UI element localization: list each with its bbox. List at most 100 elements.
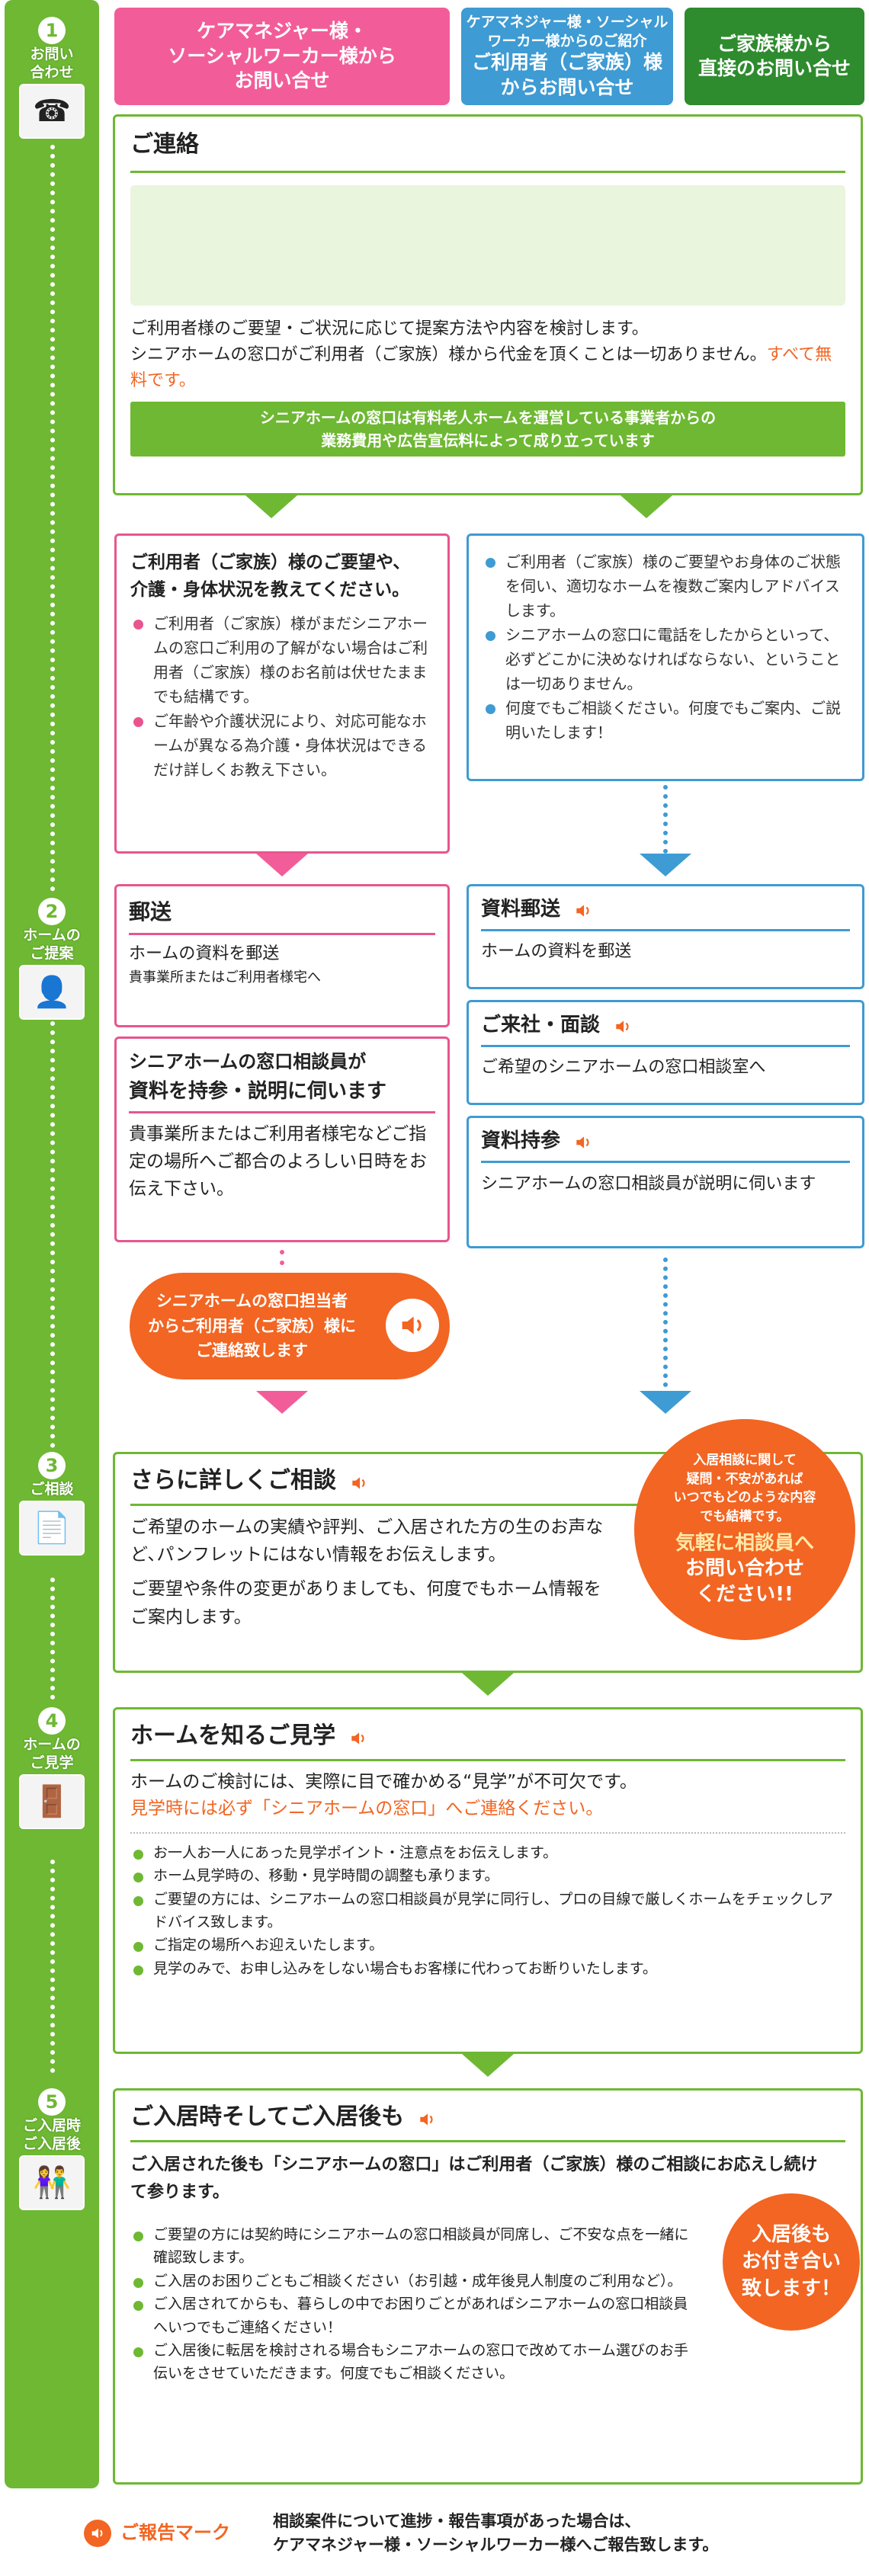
list-item: ご要望の方には契約時にシニアホームの窓口相談員が同席し、ご不安な点を一緒に確認致…: [130, 2223, 702, 2270]
list-item: 見学のみで、お申し込みをしない場合もお客様に代わってお断りいたします。: [130, 1957, 845, 1980]
tab-text: ケアマネジャー様・: [114, 19, 450, 44]
right-request-box: ご利用者（ご家族）様のご要望やお身体のご状態を伺い、適切なホームを複数ご案内しア…: [467, 533, 864, 781]
legend-text-1: 相談案件について進捗・報告事項があった場合は、: [273, 2510, 718, 2534]
consultant-icon: 👤: [19, 965, 85, 1020]
list-item: ご年齢や介護状況により、対応可能なホームが異なる為介護・身体状況はできるだけ詳し…: [130, 709, 434, 782]
doc-bring-title: 資料持参: [481, 1129, 560, 1152]
tab-text: ご家族様から: [685, 32, 864, 57]
office-visit-header: ご来社・面談: [481, 1010, 850, 1047]
movein-list: ご要望の方には契約時にシニアホームの窓口相談員が同席し、ご不安な点を一緒に確認致…: [130, 2223, 702, 2385]
step-number: 1: [38, 17, 66, 44]
contact-placeholder-panel: [130, 185, 845, 306]
arrow-down: [620, 495, 672, 518]
notice-line: ご連絡致します: [148, 1338, 356, 1363]
dotted-connector: [663, 785, 668, 854]
step-label: ご相談: [5, 1481, 99, 1498]
visit-text: 貴事業所またはご利用者様宅などご指定の場所へご都合のよろしい日時をお伝え下さい。: [129, 1121, 435, 1203]
mail-box: 郵送 ホームの資料を郵送 貴事業所またはご利用者様宅へ: [114, 884, 450, 1027]
list-item: ご入居されてからも、暮らしの中でお困りごとがあればシニアホームの窓口相談員へいつ…: [130, 2292, 702, 2339]
contact-text-1: ご利用者様のご要望・ご状況に応じて提案方法や内容を検討します。: [130, 316, 845, 342]
badge-big-text: ください!!: [634, 1582, 855, 1608]
arrow-down: [256, 1391, 308, 1414]
tab-text: お問い合せ: [114, 69, 450, 94]
legend-label: ご報告マーク: [120, 2519, 273, 2547]
tour-notice: 見学時には必ず「シニアホームの窓口」へご連絡ください。: [130, 1796, 845, 1834]
notice-line: からご利用者（ご家族）様に: [148, 1314, 356, 1339]
office-visit-title: ご来社・面談: [481, 1014, 600, 1036]
list-item: 何度でもご相談ください。何度でもご案内、ご説明いたします！: [483, 696, 848, 745]
doc-mail-box: 資料郵送 ホームの資料を郵送: [467, 884, 864, 989]
tour-title: ホームを知るご見学: [130, 1722, 335, 1749]
tab-text: ご利用者（ご家族）様: [461, 50, 673, 75]
orange-notice-text: シニアホームの窓口担当者 からご利用者（ご家族）様に ご連絡致します: [148, 1289, 356, 1363]
left-request-title: ご利用者（ご家族）様のご要望や、 介護・身体状況を教えてください。: [130, 549, 434, 604]
office-visit-text: ご希望のシニアホームの窓口相談室へ: [481, 1055, 850, 1081]
step-1: 1 お問い 合わせ ☎: [5, 17, 99, 139]
rail-dots-4: [50, 1860, 55, 2073]
visit-title: シニアホームの窓口相談員が 資料を持参・説明に伺います: [129, 1048, 435, 1113]
doc-mail-title: 資料郵送: [481, 898, 560, 921]
list-item: ご入居のお困りごともご相談ください（お引越・成年後見人制度のご利用など）。: [130, 2270, 702, 2292]
notice-line: シニアホームの窓口担当者: [148, 1289, 356, 1314]
office-visit-box: ご来社・面談 ご希望のシニアホームの窓口相談室へ: [467, 1000, 864, 1105]
speaker-icon: [386, 1299, 439, 1352]
contact-text: ご利用者様のご要望・ご状況に応じて提案方法や内容を検討します。 シニアホームの窓…: [130, 316, 845, 394]
tab-text: ソーシャルワーカー様から: [114, 44, 450, 69]
title-line: ご利用者（ご家族）様のご要望や、: [130, 549, 434, 577]
list-item: ご利用者（ご家族）様のご要望やお身体のご状態を伺い、適切なホームを複数ご案内しア…: [483, 549, 848, 623]
doc-bring-box: 資料持参 シニアホームの窓口相談員が説明に伺います: [467, 1116, 864, 1248]
contact-box: ご連絡 ご利用者様のご要望・ご状況に応じて提案方法や内容を検討します。 シニアホ…: [113, 114, 863, 495]
speaker-icon: [573, 1133, 593, 1152]
list-item: お一人お一人にあった見学ポイント・注意点をお伝えします。: [130, 1841, 845, 1864]
step-2: 2 ホームの ご提案 👤: [5, 898, 99, 1020]
consult-text-2: ご要望や条件の変更がありましても、何度でもホーム情報をご案内します。: [130, 1575, 618, 1632]
banner-text-2: 業務費用や広告宣伝料によって成り立っています: [130, 429, 845, 452]
dotted-connector: [663, 1258, 668, 1387]
orange-notice-circle: シニアホームの窓口担当者 からご利用者（ご家族）様に ご連絡致します: [130, 1273, 450, 1379]
rail-dots-1: [50, 145, 55, 892]
rail-dots-2: [50, 1021, 55, 1448]
movein-title: ご入居時そしてご入居後も: [130, 2103, 404, 2130]
step-label: 合わせ: [5, 64, 99, 81]
tab-referral[interactable]: ケアマネジャー様・ソーシャル ワーカー様からのご紹介 ご利用者（ご家族）様 から…: [461, 8, 673, 105]
doc-bring-text: シニアホームの窓口相談員が説明に伺います: [481, 1171, 850, 1197]
step-label: ホームの: [5, 927, 99, 944]
mail-text-2: 貴事業所またはご利用者様宅へ: [129, 967, 435, 988]
speaker-icon: [349, 1473, 369, 1493]
doc-mail-header: 資料郵送: [481, 894, 850, 931]
consult-badge: 入居相談に関して 疑問・不安があれば いつでもどのような内容 でも結構です。 気…: [634, 1419, 855, 1640]
step-number: 3: [38, 1452, 66, 1479]
rail-dots-3: [50, 1578, 55, 1700]
tour-text: ホームのご検討には、実際に目で確かめる“見学”が不可欠です。: [130, 1769, 845, 1796]
speaker-icon: [348, 1729, 368, 1748]
consult-title: さらに詳しくご相談: [130, 1467, 336, 1494]
badge-text: お付き合い: [723, 2248, 860, 2275]
step-number: 2: [38, 898, 66, 925]
list-item: ご利用者（ご家族）様がまだシニアホームの窓口ご利用の了解がない場合はご利用者（ご…: [130, 611, 434, 709]
badge-big-text: お問い合わせ: [634, 1556, 855, 1582]
mail-text-1: ホームの資料を郵送: [129, 941, 435, 967]
tab-care-manager[interactable]: ケアマネジャー様・ ソーシャルワーカー様から お問い合せ: [114, 8, 450, 105]
contact-banner: シニアホームの窓口は有料老人ホームを運営している事業者からの 業務費用や広告宣伝…: [130, 402, 845, 457]
arrow-down: [256, 854, 308, 876]
title-line: 資料を持参・説明に伺います: [129, 1076, 435, 1107]
legend-text: 相談案件について進捗・報告事項があった場合は、 ケアマネジャー様・ソーシャルワー…: [273, 2510, 718, 2558]
arrow-down: [640, 854, 691, 876]
step-label: ご提案: [5, 945, 99, 962]
visit-box: シニアホームの窓口相談員が 資料を持参・説明に伺います 貴事業所またはご利用者様…: [114, 1036, 450, 1242]
mail-title: 郵送: [129, 896, 435, 935]
badge-big-text: 気軽に相談員へ: [634, 1531, 855, 1557]
speaker-icon: [84, 2520, 111, 2547]
phone-icon: ☎: [19, 84, 85, 139]
hallway-icon: 🚪: [19, 1774, 85, 1829]
consult-text-1: ご希望のホームの実績や評判、ご入居された方の生のお声など､パンフレットにはない情…: [130, 1514, 618, 1570]
list-item: ホーム見学時の、移動・見学時間の調整も承ります。: [130, 1864, 845, 1887]
speaker-icon: [613, 1017, 633, 1036]
doc-mail-text: ホームの資料を郵送: [481, 939, 850, 965]
step-number: 5: [38, 2088, 66, 2116]
step-label: ご入居後: [5, 2135, 99, 2152]
badge-small-text: 入居相談に関して: [634, 1451, 855, 1470]
badge-small-text: いつでもどのような内容: [634, 1488, 855, 1507]
list-item: ご指定の場所へお迎えいたします。: [130, 1934, 845, 1956]
tab-family[interactable]: ご家族様から 直接のお問い合せ: [685, 8, 864, 105]
